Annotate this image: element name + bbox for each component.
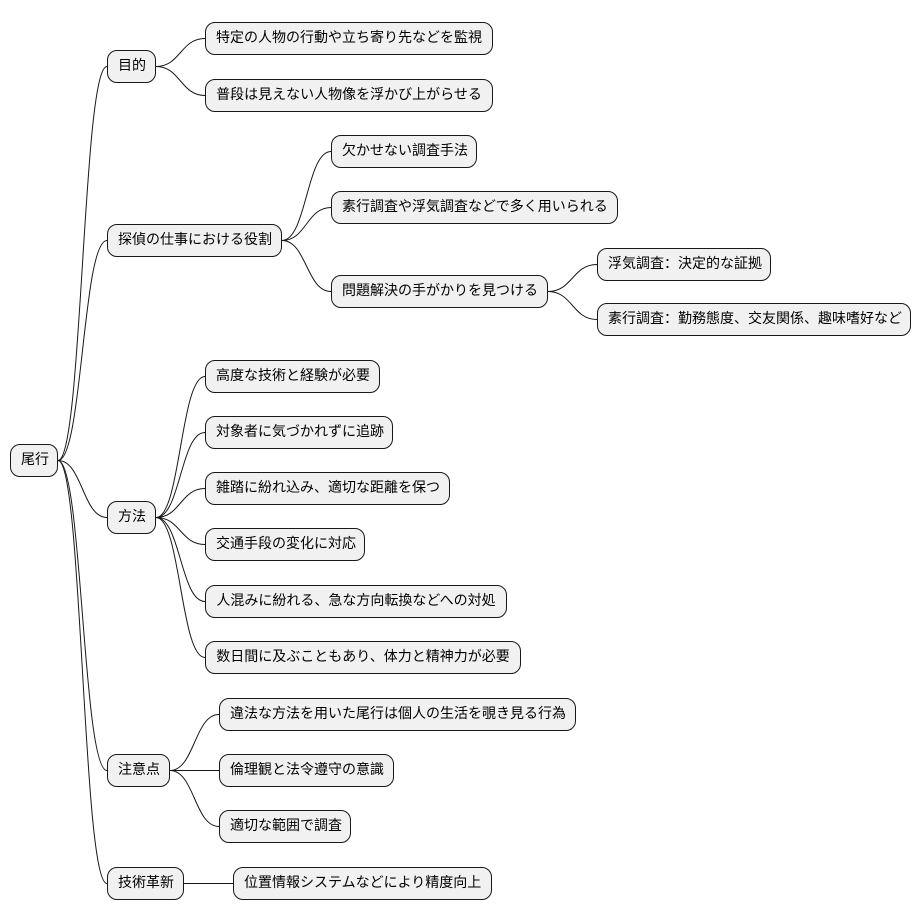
connector-branch-leaf <box>155 517 206 602</box>
branch-node: 注意点 <box>107 754 170 787</box>
connector-branch-leaf <box>155 66 206 96</box>
leaf-node: 数日間に及ぶこともあり、体力と精神力が必要 <box>205 641 521 674</box>
connector-branch-leaf <box>155 517 206 658</box>
connector-branch-leaf <box>169 714 220 771</box>
leaf-node: 適切な範囲で調査 <box>219 810 351 843</box>
leaf-node: 欠かせない調査手法 <box>331 135 477 168</box>
branch-node: 探偵の仕事における役割 <box>107 224 282 257</box>
connector-branch-leaf <box>155 517 206 545</box>
branch-node: 技術革新 <box>107 867 184 900</box>
leaf-node: 倫理観と法令遵守の意識 <box>219 754 394 787</box>
connector-leaf-subleaf <box>547 264 598 292</box>
leaf-node: 問題解決の手がかりを見つける <box>331 275 548 308</box>
leaf-node: 特定の人物の行動や立ち寄り先などを監視 <box>205 22 493 55</box>
leaf-node: 素行調査や浮気調査などで多く用いられる <box>331 191 618 224</box>
leaf-node: 高度な技術と経験が必要 <box>205 360 380 393</box>
leaf-node: 対象者に気づかれずに追跡 <box>205 416 393 449</box>
connector-root-branch-1 <box>57 240 108 461</box>
connector-branch-leaf <box>155 376 206 518</box>
connector-branch-leaf <box>281 240 332 292</box>
branch-node: 目的 <box>107 50 156 83</box>
connector-branch-leaf <box>155 432 206 518</box>
connector-branch-leaf <box>155 488 206 518</box>
leaf-node: 人混みに紛れる、急な方向転換などへの対処 <box>205 585 507 618</box>
leaf-node: 雑踏に紛れ込み、適切な距離を保つ <box>205 472 450 505</box>
connector-root-branch-3 <box>57 460 108 771</box>
connector-branch-leaf <box>281 207 332 241</box>
root-node: 尾行 <box>10 444 58 477</box>
connector-branch-leaf <box>169 770 220 827</box>
connector-root-branch-2 <box>57 460 108 518</box>
leaf-node: 位置情報システムなどにより精度向上 <box>233 867 492 900</box>
connector-root-branch-0 <box>57 66 108 461</box>
connector-branch-leaf <box>155 38 206 67</box>
leaf-node: 違法な方法を用いた尾行は個人の生活を覗き見る行為 <box>219 698 576 731</box>
connector-root-branch-4 <box>57 460 108 884</box>
leaf-node: 交通手段の変化に対応 <box>205 528 365 561</box>
leaf-node: 普段は見えない人物像を浮かび上がらせる <box>205 79 493 112</box>
connector-branch-leaf <box>281 151 332 241</box>
subleaf-node: 浮気調査：決定的な証拠 <box>597 248 771 281</box>
branch-node: 方法 <box>107 501 156 534</box>
connector-leaf-subleaf <box>547 291 598 320</box>
subleaf-node: 素行調査：勤務態度、交友関係、趣味嗜好など <box>597 303 911 336</box>
